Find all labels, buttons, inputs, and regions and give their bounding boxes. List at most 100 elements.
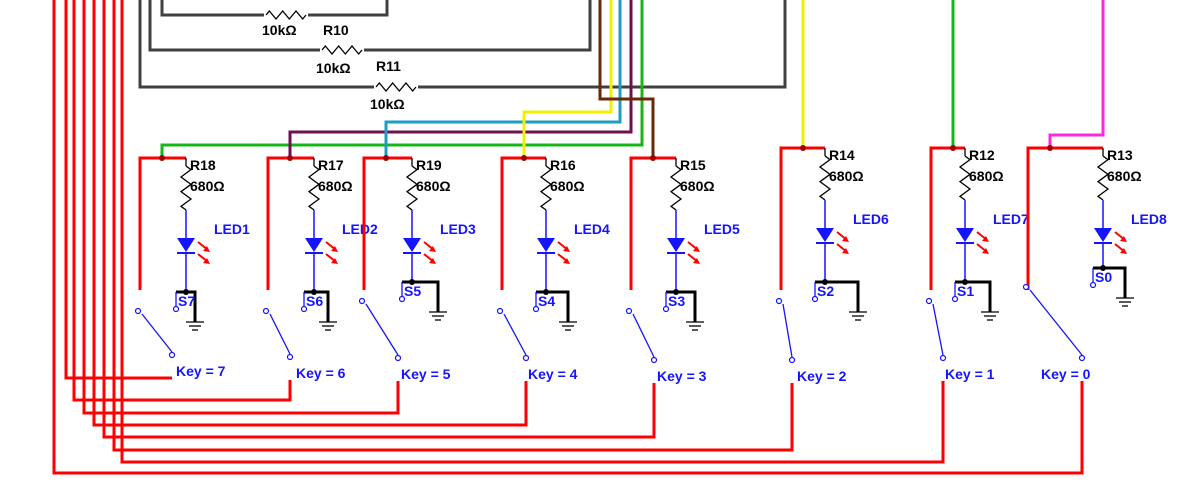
top-resistor-2-name: R10 — [323, 22, 349, 38]
channel-8-led-label: LED8 — [1131, 211, 1167, 227]
switch-3-contact-c — [522, 354, 530, 362]
channel-2-junction-dot — [287, 155, 293, 161]
channel-3-switch-label: S5 — [404, 283, 421, 299]
channel-5-switch-label: S3 — [668, 293, 685, 309]
drive-wire-led8 — [1048, 0, 1105, 148]
channel-7-switch-label: S1 — [957, 283, 974, 299]
switch-1-contact-b — [262, 307, 270, 315]
switch-4-contact-a — [662, 305, 670, 313]
channel-1-junction-dot — [159, 155, 165, 161]
switch-2-contact-a — [398, 295, 406, 303]
led-3-icon — [403, 238, 421, 252]
channel-5-resistor-symbol — [669, 165, 683, 211]
channel-4-led-label: LED4 — [574, 221, 610, 237]
top-resistor-3-value: 10kΩ — [370, 96, 405, 112]
switch-4-contact-c — [650, 356, 658, 364]
key-bus-wire-6 — [120, 0, 945, 464]
channel-6-resistor-name: R14 — [829, 147, 855, 163]
drive-wire-led1 — [160, 0, 644, 158]
switch-7-blade — [1029, 289, 1083, 356]
switch-2-blade — [365, 303, 399, 356]
channel-5-key-label: Key = 3 — [657, 368, 707, 384]
channel-5-resistor-value: 680Ω — [680, 178, 715, 194]
switch-1-contact-c — [286, 353, 294, 361]
top-resistor-3-name: R11 — [376, 58, 401, 74]
led-4-icon — [537, 238, 555, 252]
key-bus-wire-1 — [72, 0, 292, 402]
channel-5-resistor-name: R15 — [680, 157, 706, 173]
channel-8-switch-label: S0 — [1095, 269, 1112, 285]
switch-2-contact-c — [394, 354, 402, 362]
channel-2-led-label: LED2 — [342, 221, 378, 237]
top-resistor-3: R11 10kΩ — [370, 58, 405, 112]
switch-7-contact-b — [1022, 283, 1030, 291]
led-1-icon — [177, 238, 195, 252]
channel-1-red-wire — [138, 156, 186, 290]
gray-feedback-wires — [138, 0, 787, 93]
channel-3-resistor-symbol — [405, 165, 419, 211]
switch-6-contact-c — [939, 354, 947, 362]
channel-8-junction-dot — [1047, 145, 1053, 151]
switch-3-contact-b — [496, 307, 504, 315]
top-resistor-1-symbol — [265, 9, 307, 21]
switch-3-contact-a — [532, 305, 540, 313]
key-bus-wire-4 — [102, 0, 656, 439]
switch-0-contact-c — [168, 351, 176, 359]
channel-4-junction-dot — [521, 155, 527, 161]
led-7-icon — [956, 228, 974, 242]
key-bus-wire-7 — [52, 0, 1084, 475]
top-resistor-3-symbol — [375, 81, 417, 93]
channel-2-key-label: Key = 6 — [296, 365, 346, 381]
switch-6-contact-a — [951, 295, 959, 303]
channel-6-red-wire — [779, 146, 825, 290]
key-bus-wire-5 — [112, 0, 794, 452]
channel-5-led-label: LED5 — [704, 221, 740, 237]
top-resistor-1: 10kΩ — [262, 22, 297, 38]
switch-5-contact-c — [788, 356, 796, 364]
top-resistor-2: R10 10kΩ — [316, 22, 351, 76]
channel-2-switch-label: S6 — [306, 293, 323, 309]
channel-4-resistor-name: R16 — [550, 157, 576, 173]
channel-6-ground-wire — [815, 280, 860, 312]
channel-7-red-wire — [929, 146, 965, 290]
gray-loop-2 — [148, 0, 592, 52]
switch-5-blade — [782, 303, 793, 358]
channel-8-resistor-value: 680Ω — [1107, 168, 1142, 184]
key-bus-wires — [52, 0, 1084, 475]
channel-6-switch-label: S2 — [817, 283, 834, 299]
led-5-icon — [667, 238, 685, 252]
top-resistor-1-value: 10kΩ — [262, 22, 297, 38]
switch-1-blade — [269, 313, 291, 355]
channel-3-resistor-name: R19 — [416, 157, 442, 173]
channel-2-resistor-symbol — [307, 165, 321, 211]
channel-2-resistor-name: R17 — [318, 157, 344, 173]
channel-1-resistor-name: R18 — [190, 157, 216, 173]
led-8-icon — [1094, 228, 1112, 242]
channel-1-resistor-symbol — [179, 165, 193, 211]
switch-0-contact-b — [134, 307, 142, 315]
drive-wire-led4 — [522, 0, 613, 158]
channel-5-red-wire — [629, 156, 676, 290]
channel-6-resistor-value: 680Ω — [829, 168, 864, 184]
top-resistor-2-value: 10kΩ — [316, 60, 351, 76]
channel-1-ground-wire — [176, 290, 197, 322]
key-bus-wire-2 — [82, 0, 400, 415]
channel-4-resistor-value: 680Ω — [550, 178, 585, 194]
channel-1-resistor-value: 680Ω — [190, 178, 225, 194]
channel-7-resistor-name: R12 — [969, 147, 995, 163]
channel-6-resistor-symbol — [818, 155, 832, 201]
top-resistor-group: 10kΩ R10 10kΩ R11 10kΩ — [262, 22, 405, 112]
channel-3-resistor-value: 680Ω — [416, 178, 451, 194]
channel-6-key-label: Key = 2 — [797, 368, 847, 384]
channel-7-key-label: Key = 1 — [945, 366, 995, 382]
channel-3-key-label: Key = 5 — [401, 366, 451, 382]
switch-5-contact-b — [775, 297, 783, 305]
led-6-icon — [816, 228, 834, 242]
switch-7-contact-c — [1078, 354, 1086, 362]
switch-4-blade — [632, 313, 655, 358]
